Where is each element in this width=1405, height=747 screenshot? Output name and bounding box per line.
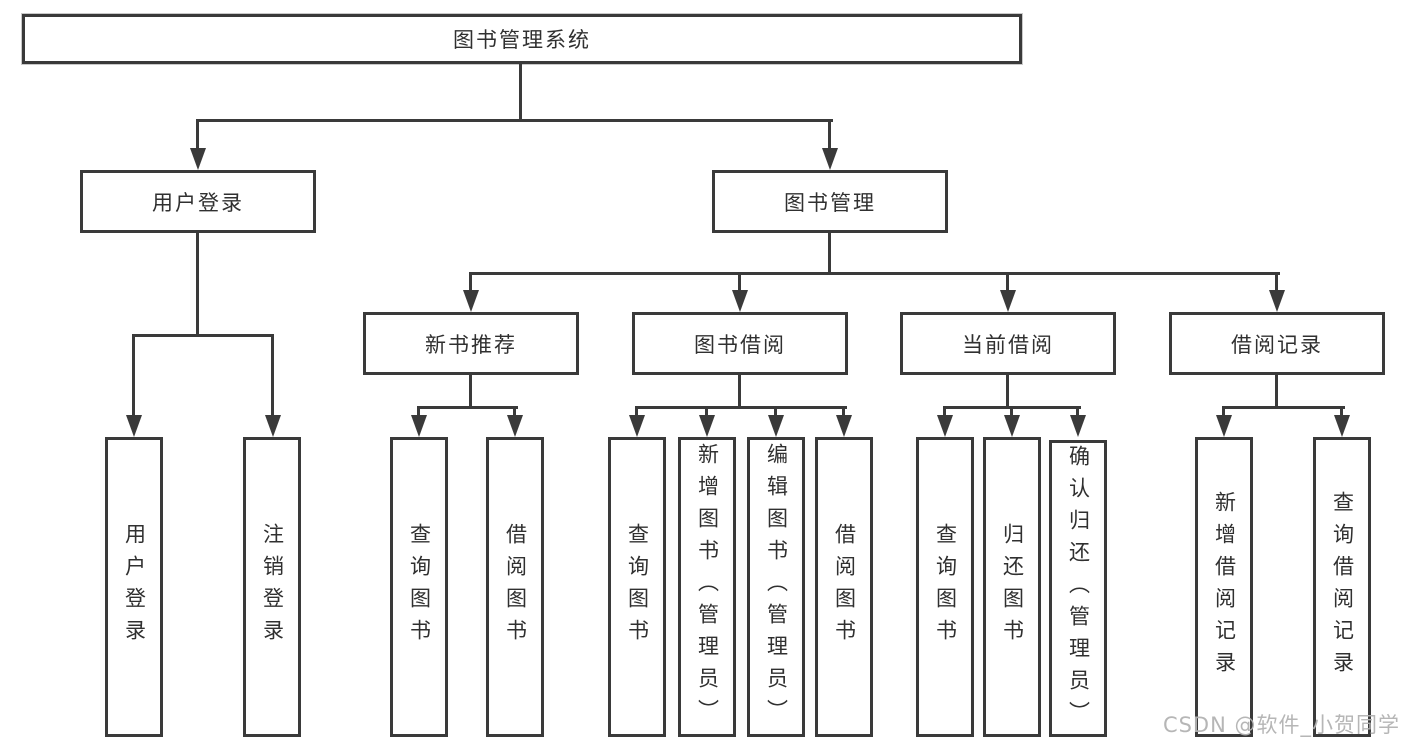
node-label: 查询图书 [625,523,650,651]
connector-borrow-record-stem [1275,375,1278,409]
arrowhead-current-borrow [1000,290,1016,312]
arrowhead-book-borrow [732,290,748,312]
node-label: 用户登录 [122,523,147,651]
connector-drop-leaf-logout [271,334,274,418]
node-label: 新书推荐 [425,332,517,357]
leaf-return-books: 归还图书 [983,437,1041,737]
connector-drop-book-borrow [738,272,741,293]
node-book-management: 图书管理 [712,170,948,233]
arrowhead-new-book [463,290,479,312]
node-label: 查询图书 [407,523,432,651]
arrowhead-leaf-logout [265,415,281,437]
connector-book-borrow-bar [635,406,847,409]
node-user-login: 用户登录 [80,170,316,233]
node-label: 查询图书 [933,523,958,651]
arrowhead [937,415,953,437]
node-label: 确认归还（管理员） [1066,444,1091,733]
connector-drop [1010,406,1013,418]
connector-new-book-stem [469,375,472,409]
arrowhead-book-management [822,148,838,170]
node-label: 编辑图书（管理员） [764,443,789,731]
connector-new-book-bar [417,406,518,409]
leaf-edit-books-admin: 编辑图书（管理员） [747,437,805,737]
node-label: 当前借阅 [962,332,1054,357]
node-label: 图书借阅 [694,332,786,357]
connector-book-management-stem [828,233,831,275]
node-borrowing-records: 借阅记录 [1169,312,1385,375]
connector-drop-user-login [196,119,199,151]
arrowhead [1070,415,1086,437]
connector-drop [943,406,946,418]
node-label: 借阅记录 [1231,332,1323,357]
arrowhead-user-login [190,148,206,170]
connector-borrow-record-bar [1222,406,1345,409]
connector-level1-bar [196,119,833,122]
leaf-confirm-return-admin: 确认归还（管理员） [1049,440,1107,737]
leaf-query-books-current: 查询图书 [916,437,974,737]
node-current-borrowing: 当前借阅 [900,312,1116,375]
node-label: 图书管理 [784,190,876,215]
node-label: 借阅图书 [503,523,528,651]
leaf-logout: 注销登录 [243,437,301,737]
connector-user-login-stem [196,233,199,337]
connector-drop [774,406,777,418]
connector-drop [635,406,638,418]
arrowhead-borrow-record [1269,290,1285,312]
node-label: 图书管理系统 [453,28,591,52]
node-library-management-system: 图书管理系统 [22,14,1022,64]
connector-drop [842,406,845,418]
arrowhead [1334,415,1350,437]
leaf-borrow-books-recommend: 借阅图书 [486,437,544,737]
leaf-query-books-recommend: 查询图书 [390,437,448,737]
node-label: 归还图书 [1000,523,1025,651]
leaf-add-borrow-record: 新增借阅记录 [1195,437,1253,737]
node-label: 用户登录 [152,190,244,215]
node-label: 借阅图书 [832,523,857,651]
arrowhead-leaf-user-login [126,415,142,437]
connector-user-login-bar [132,334,274,337]
leaf-query-books-borrowing: 查询图书 [608,437,666,737]
arrowhead [507,415,523,437]
node-label: 新增借阅记录 [1212,491,1237,683]
node-label: 注销登录 [260,523,285,651]
connector-drop [1222,406,1225,418]
connector-drop-current-borrow [1006,272,1009,293]
connector-drop-book-management [828,119,831,151]
node-label: 查询借阅记录 [1330,491,1355,683]
arrowhead [629,415,645,437]
node-label: 新增图书（管理员） [695,443,720,731]
connector-book-borrow-stem [738,375,741,409]
arrowhead [1004,415,1020,437]
connector-drop [417,406,420,418]
leaf-add-books-admin: 新增图书（管理员） [678,437,736,737]
leaf-user-login: 用户登录 [105,437,163,737]
node-new-book-recommend: 新书推荐 [363,312,579,375]
node-book-borrowing: 图书借阅 [632,312,848,375]
csdn-watermark: CSDN @软件_小贺同学 [1162,713,1400,737]
connector-drop [1340,406,1343,418]
connector-drop-borrow-record [1275,272,1278,293]
connector-level2-bar [469,272,1280,275]
connector-current-borrow-stem [1006,375,1009,409]
connector-drop-leaf-user-login [132,334,135,418]
arrowhead [768,415,784,437]
arrowhead [1216,415,1232,437]
connector-root-stem [519,64,522,122]
arrowhead [836,415,852,437]
arrowhead [699,415,715,437]
leaf-query-borrow-record: 查询借阅记录 [1313,437,1371,737]
connector-drop [705,406,708,418]
leaf-borrow-books-borrowing: 借阅图书 [815,437,873,737]
connector-drop [1076,406,1079,418]
connector-drop [513,406,516,418]
connector-drop-new-book [469,272,472,293]
arrowhead [411,415,427,437]
